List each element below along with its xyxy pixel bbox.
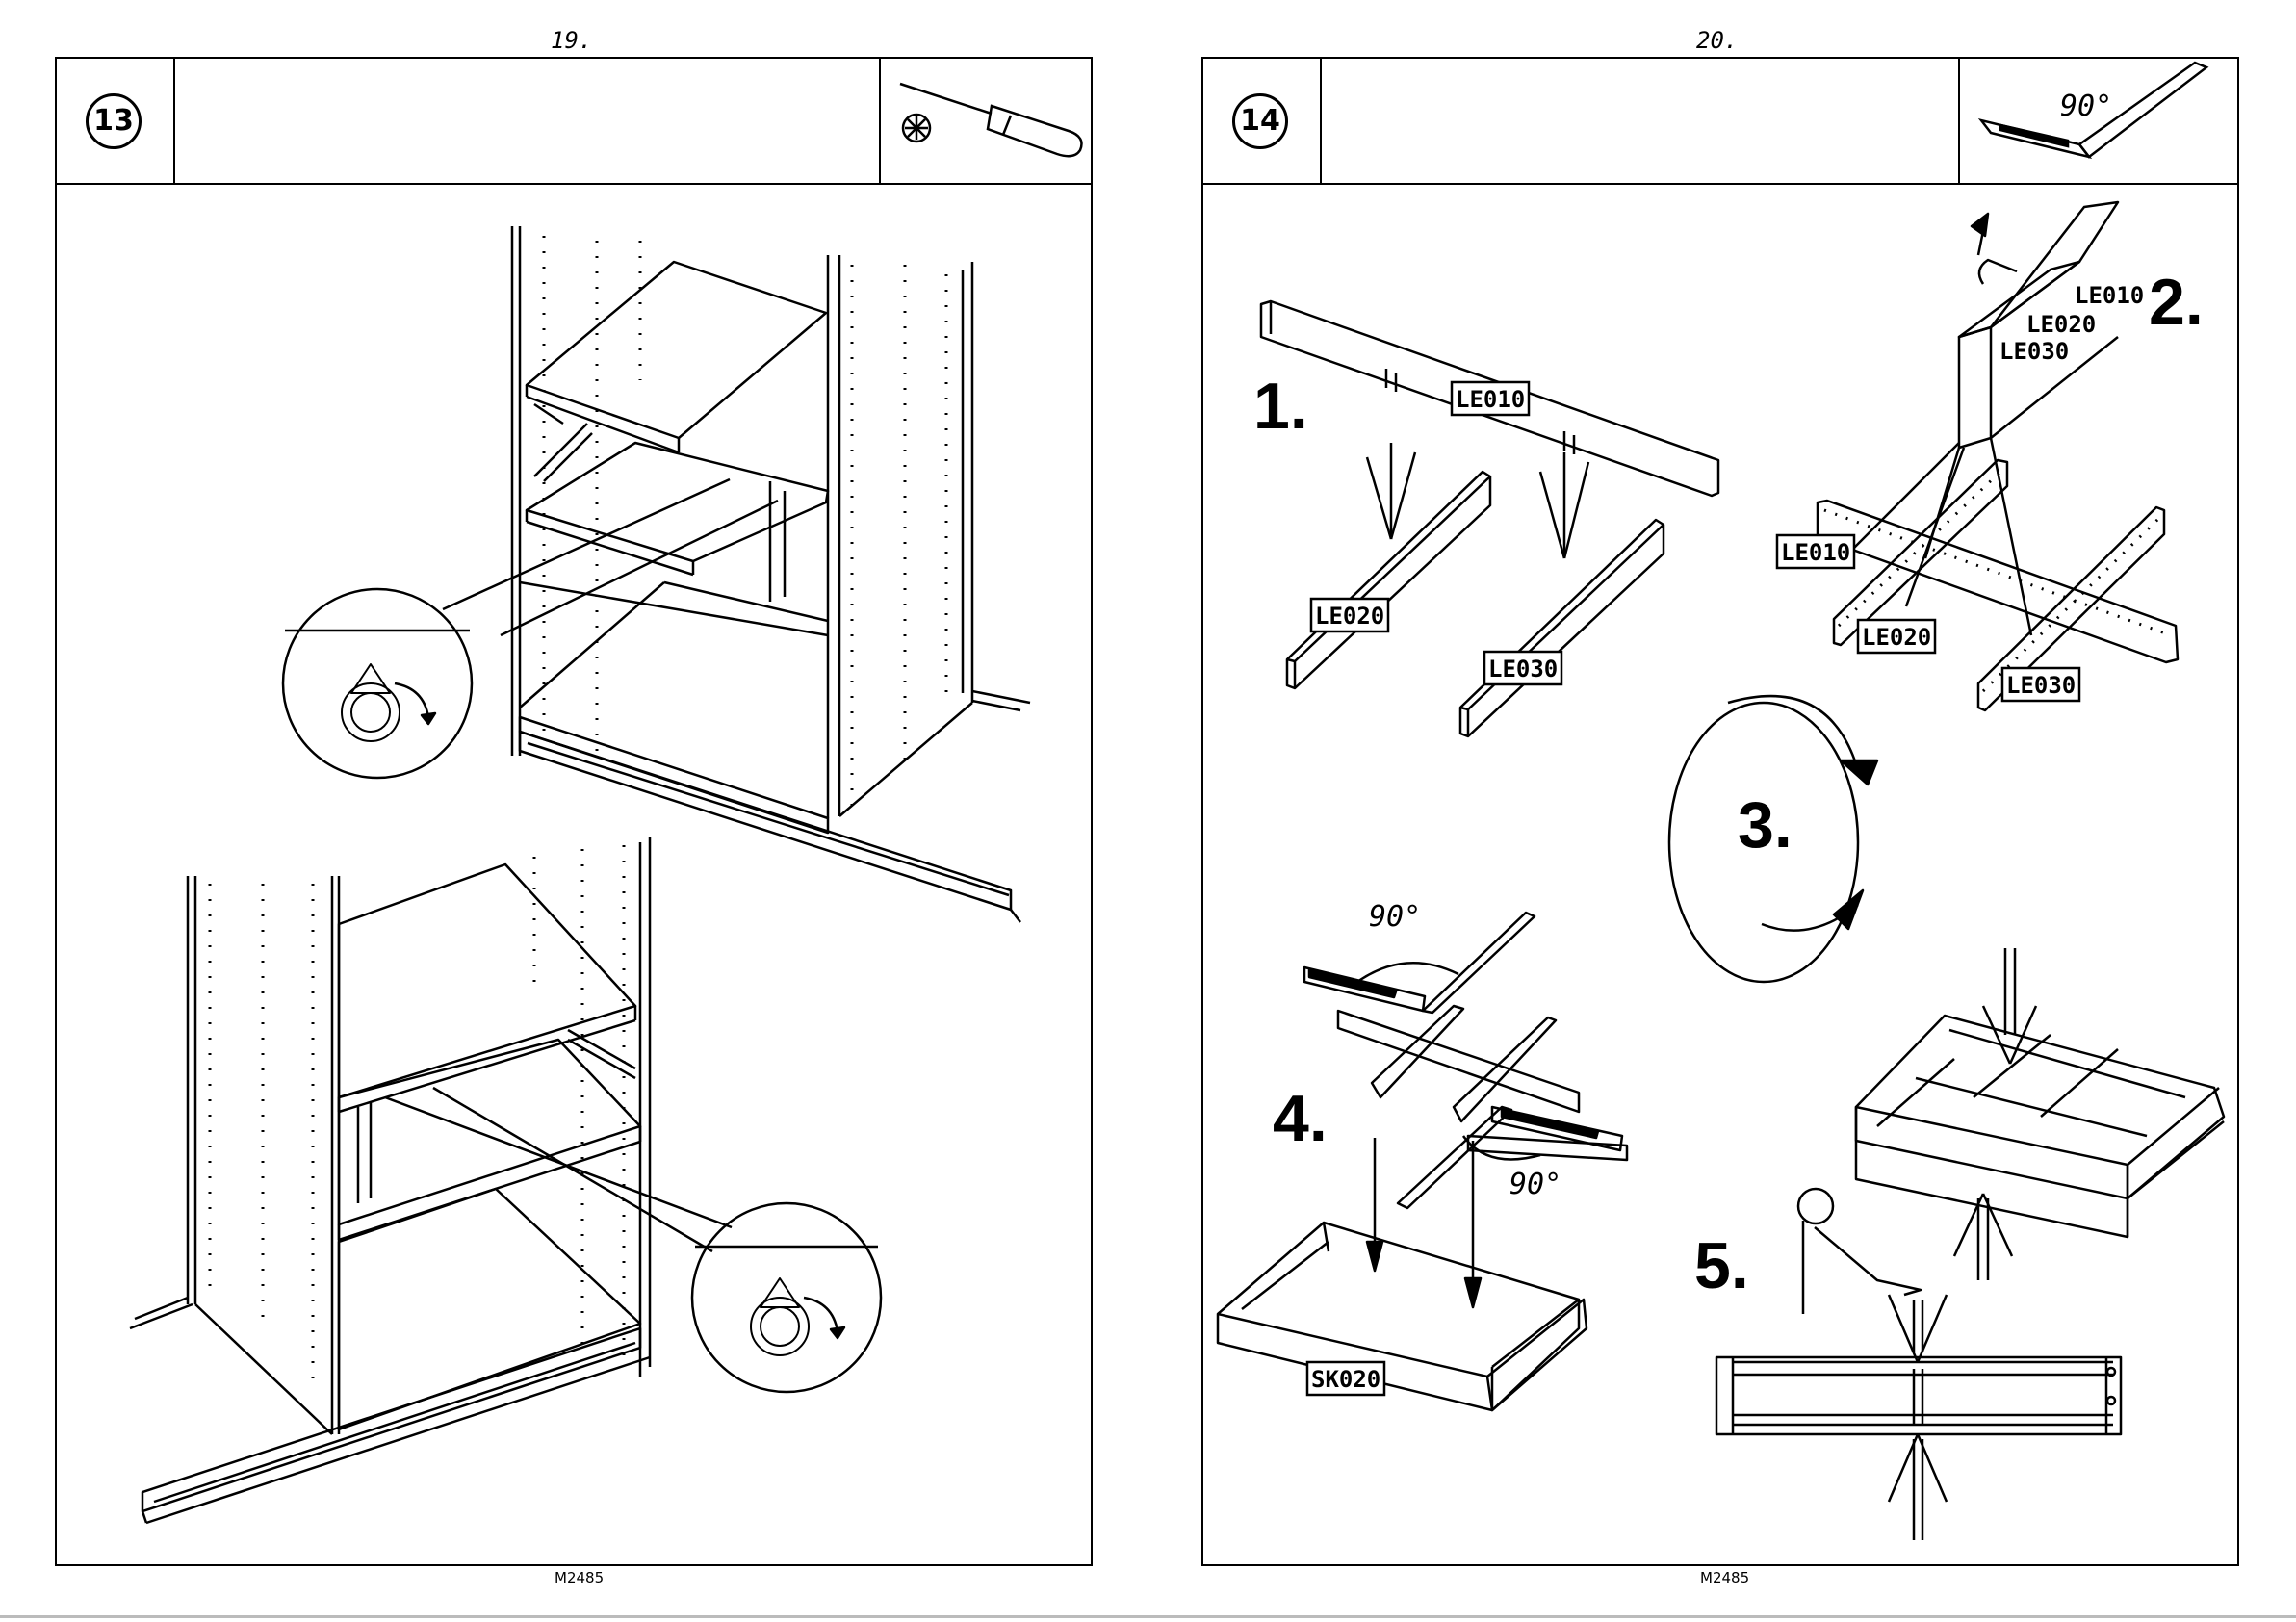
part-label-le020: LE020 [1315, 603, 1384, 630]
sub-step-1: 1. [1253, 370, 1308, 443]
part-label-le010: LE010 [1456, 386, 1525, 413]
sub-step-4: 4. [1273, 1082, 1328, 1155]
part-label-le030: LE030 [1488, 656, 1558, 682]
footer-code-right: M2485 [1700, 1569, 1749, 1586]
tape-label-le020: LE020 [2026, 311, 2096, 338]
tape-label-le030: LE030 [1999, 338, 2069, 365]
sub-step-2: 2. [2149, 266, 2204, 339]
angle-mark-bottom: 90° [1509, 1168, 1561, 1201]
grid-label-le010: LE010 [1781, 539, 1850, 566]
sub-step-3: 3. [1738, 788, 1793, 862]
sub-step-5: 5. [1694, 1229, 1749, 1302]
angle-mark-top: 90° [1369, 900, 1421, 934]
part-label-sk020: SK020 [1311, 1366, 1380, 1393]
grid-label-le030: LE030 [2006, 672, 2076, 699]
grid-label-le020: LE020 [1862, 624, 1931, 651]
bottom-rule [0, 1615, 2296, 1618]
tape-label-le010: LE010 [2075, 282, 2144, 309]
